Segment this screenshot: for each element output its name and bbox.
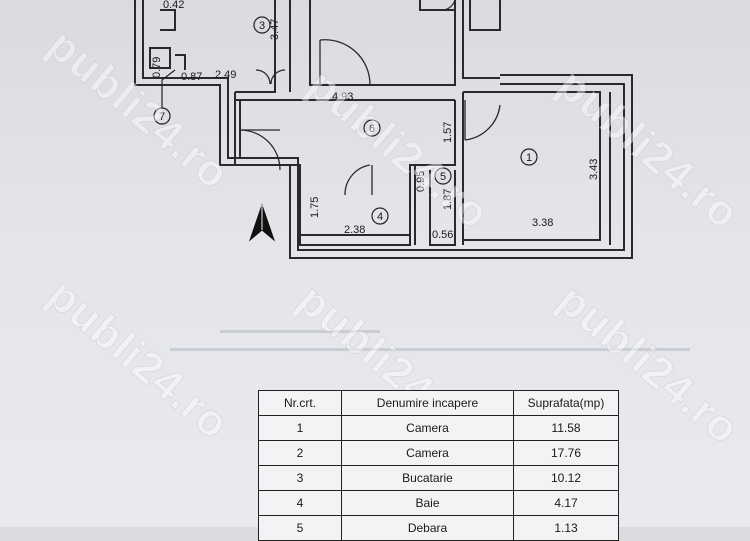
cell-nr: 3: [258, 465, 342, 491]
dim-label: 0.87: [181, 71, 202, 83]
cell-room: Baie: [341, 490, 514, 516]
cell-area: 10.12: [513, 465, 619, 491]
room-marker-6: 6: [369, 123, 375, 135]
dim-label: 2.49: [215, 69, 236, 81]
room-marker-1: 1: [526, 152, 532, 164]
room-marker-7: 7: [159, 111, 165, 123]
table-row: 1 Camera 11.58: [258, 415, 619, 441]
room-marker-5: 5: [440, 171, 446, 183]
door-arc: [319, 39, 371, 86]
cell-room: Camera: [341, 415, 514, 441]
dim-label: 3.38: [532, 217, 553, 229]
cell-room: Debara: [341, 515, 514, 541]
dim-label: 1.87: [442, 189, 454, 210]
table-row: 3 Bucatarie 10.12: [258, 465, 619, 491]
cell-room: Bucatarie: [341, 465, 514, 491]
dim-label: 0.42: [163, 0, 184, 11]
header-room-name: Denumire incapere: [341, 390, 514, 416]
dim-label: 0.95: [415, 171, 427, 192]
cell-area: 4.17: [513, 490, 619, 516]
floor-plan: 3 7 6 1 5 4 0.42 3.47 0.79 0.87 2.49 4.9…: [134, 0, 690, 351]
cell-nr: 1: [258, 415, 342, 441]
dim-label: 4.93: [332, 91, 353, 103]
room-marker-3: 3: [259, 20, 265, 32]
cell-area: 1.13: [513, 515, 619, 541]
cell-nr: 4: [258, 490, 342, 516]
dim-label: 3.43: [588, 159, 600, 180]
dim-label: 3.47: [269, 19, 281, 40]
header-area: Suprafata(mp): [513, 390, 619, 416]
north-arrow-icon: [248, 203, 276, 242]
door-arc: [239, 129, 281, 171]
cell-area: 11.58: [513, 415, 619, 441]
dim-label: 0.56: [432, 229, 453, 241]
door-arc: [344, 164, 371, 196]
door-arc: [464, 104, 501, 141]
table-header-row: Nr.crt. Denumire incapere Suprafata(mp): [258, 390, 619, 416]
cell-area: 17.76: [513, 440, 619, 466]
inner-wall-line: [142, 0, 625, 251]
header-nr: Nr.crt.: [258, 390, 342, 416]
dim-label: 1.75: [309, 197, 321, 218]
dim-label: 1.57: [442, 122, 454, 143]
dim-label: 2.38: [344, 224, 365, 236]
table-row: 5 Debara 1.13: [258, 515, 619, 541]
table-row: 2 Camera 17.76: [258, 440, 619, 466]
dim-label: 0.79: [151, 57, 163, 78]
cell-nr: 5: [258, 515, 342, 541]
cell-nr: 2: [258, 440, 342, 466]
cell-room: Camera: [341, 440, 514, 466]
room-marker-4: 4: [377, 211, 383, 223]
room-area-table: Nr.crt. Denumire incapere Suprafata(mp) …: [258, 390, 619, 541]
table-row: 4 Baie 4.17: [258, 490, 619, 516]
